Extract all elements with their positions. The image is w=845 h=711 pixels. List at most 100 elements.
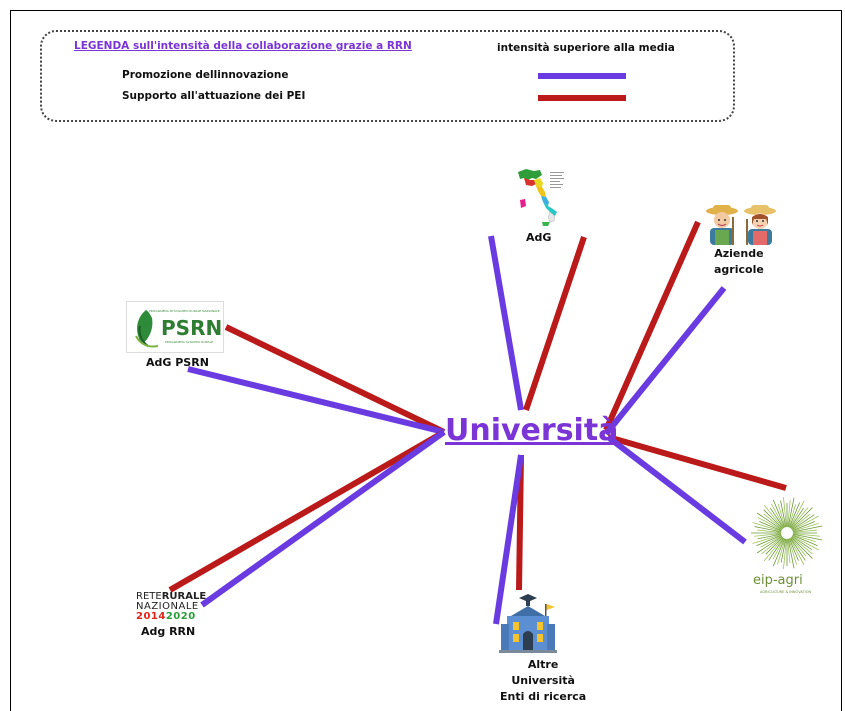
node-label-altre: Altre Università Enti di ricerca — [500, 657, 586, 705]
altre-line1: Altre — [527, 658, 559, 671]
eip-ray — [756, 534, 782, 546]
eip-ray — [787, 500, 791, 528]
canvas-frame — [10, 10, 842, 711]
rrn-logo-line1: RETERURALE — [136, 592, 206, 602]
legend-row-innovazione: Promozione dellinnovazione — [122, 69, 289, 81]
eip-ray — [789, 538, 805, 565]
legend-title[interactable]: LEGENDA sull'intensità della collaborazi… — [74, 40, 412, 52]
eip-ray — [783, 497, 787, 528]
altre-line2: Università — [511, 674, 575, 687]
eip-agri-logo-text: eip-agri — [753, 573, 803, 588]
rrn-logo-nazionale: NAZIONALE — [136, 601, 199, 612]
eip-ray — [788, 538, 799, 561]
eip-ray — [759, 521, 782, 532]
eip-ray — [791, 535, 813, 551]
eip-ray — [761, 536, 783, 555]
eip-ray — [791, 514, 815, 531]
eip-ray — [792, 533, 823, 541]
rrn-logo-2020: 2020 — [165, 611, 196, 622]
line-eip-red — [607, 434, 787, 491]
eip-ray — [788, 504, 797, 528]
line-aziende-red — [603, 220, 701, 432]
eip-ray — [788, 502, 800, 528]
eip-ray — [791, 536, 813, 555]
eip-ray — [760, 535, 782, 548]
aziende-line2: agricole — [714, 263, 764, 276]
eip-ray — [772, 538, 785, 560]
psrn-bottom-text: PROGRAMMA SVILUPPO RURALE — [165, 340, 214, 344]
eip-ray — [787, 538, 795, 569]
eip-ray — [789, 507, 805, 529]
eip-ray — [792, 525, 823, 533]
eip-ray — [792, 534, 818, 546]
eip-ray — [756, 535, 783, 554]
eip-ray — [763, 513, 783, 530]
rrn-logo-years: 20142020 — [136, 612, 206, 622]
center-node-universita[interactable]: Università — [445, 413, 619, 448]
eip-ray — [780, 538, 787, 563]
eip-ray — [787, 538, 791, 563]
eip-ray — [792, 535, 819, 551]
eip-ray — [752, 522, 782, 532]
rrn-logo-2014: 2014 — [136, 611, 166, 622]
eip-ray — [787, 497, 795, 528]
eip-ray — [756, 512, 783, 531]
eip-ray — [763, 537, 784, 562]
altre-line3: Enti di ricerca — [500, 690, 587, 703]
eip-ray — [754, 533, 782, 537]
eip-ray — [792, 521, 815, 532]
eip-ray — [757, 533, 782, 540]
line-psrn-purple — [187, 366, 445, 435]
eip-ray — [790, 507, 813, 530]
eip-ray — [792, 523, 819, 532]
eip-ray — [780, 500, 787, 528]
university-building-icon — [499, 594, 557, 653]
eip-ray — [792, 515, 819, 531]
eip-ray — [790, 536, 813, 559]
line-psrn-red — [224, 324, 446, 435]
eip-ray — [765, 536, 784, 555]
eip-ray — [789, 537, 806, 561]
eip-ray — [791, 513, 811, 530]
eip-agri-logo-subtext: AGRICULTURE & INNOVATION — [760, 590, 812, 594]
psrn-top-text: PROGRAMMA DI SVILUPPO RURALE NAZIONALE — [149, 309, 220, 313]
line-eip-purple — [606, 434, 747, 545]
line-rrn-red — [168, 429, 446, 593]
eip-ray — [789, 501, 805, 528]
eip-ray — [772, 499, 786, 528]
node-label-aziende: Aziende agricole — [714, 246, 764, 278]
node-label-psrn: AdG PSRN — [146, 356, 209, 369]
legend-box: LEGENDA sull'intensità della collaborazi… — [40, 30, 735, 122]
eip-ray — [769, 507, 785, 529]
line-adg-purple — [488, 235, 524, 411]
legend-swatch-red — [538, 95, 626, 101]
psrn-logo: PROGRAMMA DI SVILUPPO RURALE NAZIONALE P… — [126, 301, 224, 353]
eip-ray — [757, 517, 782, 531]
eip-ray — [771, 503, 785, 528]
eip-ray — [768, 537, 785, 561]
node-label-rrn: Adg RRN — [141, 625, 196, 638]
eip-ray — [772, 538, 786, 567]
line-adg-red — [523, 236, 587, 411]
eip-ray — [752, 534, 782, 544]
eip-ray — [792, 529, 817, 533]
eip-ray — [792, 534, 816, 543]
legend-swatch-purple — [538, 73, 626, 79]
eip-ray — [788, 538, 797, 565]
eip-ray — [783, 538, 787, 569]
rrn-logo: RETERURALE NAZIONALE 20142020 — [136, 592, 206, 622]
line-altre-purple — [493, 454, 524, 625]
eip-ray — [790, 507, 809, 529]
rrn-logo-rurale: RURALE — [161, 591, 207, 602]
legend-header: intensità superiore alla media — [497, 42, 675, 54]
eip-ray — [790, 537, 807, 557]
eip-ray — [763, 509, 784, 530]
eip-agri-logo-icon — [751, 497, 823, 569]
eip-ray — [757, 529, 782, 533]
farmers-icon — [706, 205, 776, 245]
eip-ray — [777, 504, 786, 528]
node-label-adg: AdG — [526, 231, 552, 244]
psrn-logo-text: PSRN — [161, 316, 223, 340]
line-rrn-purple — [200, 429, 446, 608]
